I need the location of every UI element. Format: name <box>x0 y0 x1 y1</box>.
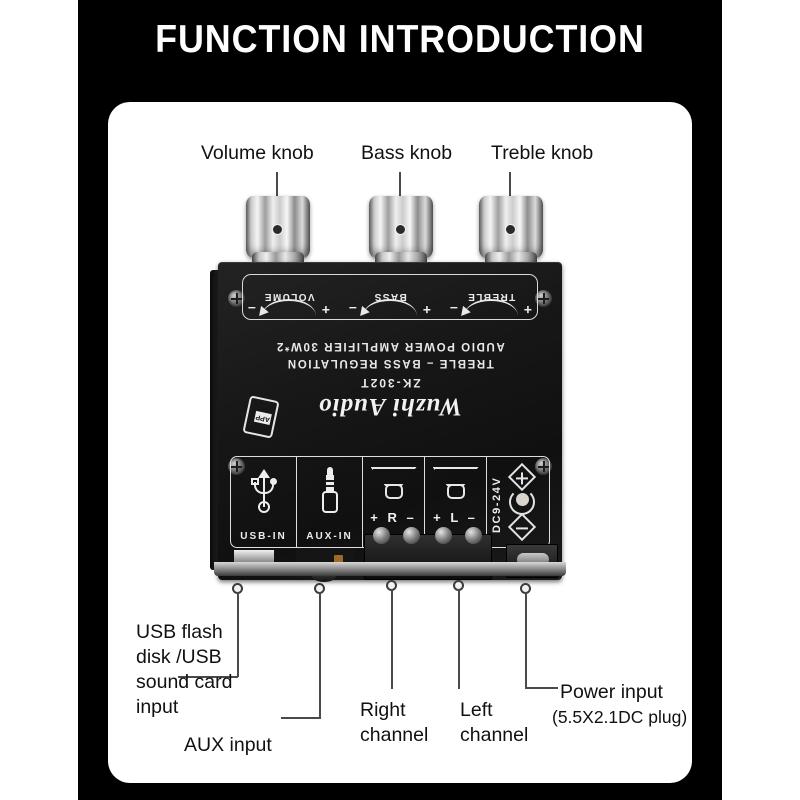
silkscreen-amplifier-spec: AUDIO POWER AMPLIFIER 30W*2 <box>275 340 505 352</box>
leader-line-power <box>525 592 527 689</box>
pcb-bottom-edge <box>214 562 566 576</box>
callout-bass-knob: Bass knob <box>361 142 453 164</box>
io-cell-left-speaker: + L – <box>425 457 487 547</box>
silk-control-volume: + – VOLUME <box>243 274 335 320</box>
io-cell-aux: AUX-IN <box>297 457 363 547</box>
minus-sign: – <box>450 301 458 317</box>
callout-treble-knob: Treble knob <box>491 142 594 164</box>
dc-polarity-icon <box>504 462 540 542</box>
minus-sign: – <box>349 301 357 317</box>
callout-volume-knob: Volume knob <box>201 142 314 164</box>
minus-sign: – <box>248 301 256 317</box>
screw-top-left <box>228 290 245 307</box>
leader-elbow-usb <box>178 676 238 678</box>
callout-right-channel: Right channel <box>360 699 429 746</box>
terminal-screw-l-minus[interactable] <box>465 527 482 544</box>
knob-indicator-dot <box>505 224 516 235</box>
callout-usb-input: USB flash disk /USB sound card input <box>136 621 233 718</box>
io-cell-usb: USB-IN <box>231 457 297 547</box>
control-label: BASS <box>373 291 407 302</box>
control-silkscreen-box: + – VOLUME + – BASS + – <box>242 274 538 320</box>
pcb-left-edge <box>210 270 220 570</box>
io-cell-dc-power: DC9-24V <box>487 457 548 547</box>
terminal-screw-r-minus[interactable] <box>403 527 420 544</box>
app-badge-label: APP <box>253 410 272 425</box>
silkscreen-model-number: ZK-302T <box>359 376 421 390</box>
callout-power-input: Power input <box>560 681 663 703</box>
plus-sign: + <box>422 302 431 318</box>
knob-indicator-dot <box>395 224 406 235</box>
speaker-icon <box>370 467 417 501</box>
leader-line-aux <box>319 592 321 718</box>
control-label: VOLUME <box>263 291 315 302</box>
leader-line-right-channel <box>391 589 393 689</box>
leader-elbow-aux <box>281 717 321 719</box>
callout-power-input-detail: (5.5X2.1DC plug) <box>552 707 688 727</box>
amplifier-board: + – VOLUME + – BASS + – <box>210 262 566 592</box>
silk-control-bass: + – BASS <box>344 274 436 320</box>
page-title: FUNCTION INTRODUCTION <box>155 18 645 61</box>
app-phone-icon: APP <box>242 395 280 439</box>
left-channel-polarity: + L – <box>433 510 478 525</box>
speaker-icon <box>432 467 479 501</box>
leader-line-treble <box>509 172 511 217</box>
control-label: TREBLE <box>466 291 516 302</box>
callout-left-channel: Left channel <box>460 699 529 746</box>
terminal-screw-l-plus[interactable] <box>435 527 452 544</box>
plus-sign: + <box>523 302 532 318</box>
screw-top-right <box>535 290 552 307</box>
aux-in-label: AUX-IN <box>306 531 353 542</box>
io-cell-right-speaker: + R – <box>363 457 425 547</box>
knob-indicator-dot <box>272 224 283 235</box>
leader-line-volume <box>276 172 278 217</box>
silk-control-treble: + – TREBLE <box>445 274 537 320</box>
leader-line-bass <box>399 172 401 217</box>
dc-voltage-label: DC9-24V <box>491 476 503 533</box>
smd-component <box>334 555 343 564</box>
silkscreen-regulation-text: TREBLE – BASS REGULATION <box>286 357 494 369</box>
usb-in-label: USB-IN <box>240 531 287 542</box>
terminal-screw-r-plus[interactable] <box>373 527 390 544</box>
usb-icon <box>250 469 277 513</box>
aux-jack-icon <box>321 467 339 515</box>
leader-line-left-channel <box>458 589 460 689</box>
right-channel-polarity: + R – <box>370 510 417 525</box>
leader-line-usb <box>237 592 239 677</box>
callout-aux-input: AUX input <box>184 734 272 756</box>
pcb-face: + – VOLUME + – BASS + – <box>214 262 566 582</box>
leader-elbow-power <box>525 687 558 689</box>
io-silkscreen-panel: USB-IN AUX-IN + R – <box>230 456 550 548</box>
plus-sign: + <box>321 302 330 318</box>
